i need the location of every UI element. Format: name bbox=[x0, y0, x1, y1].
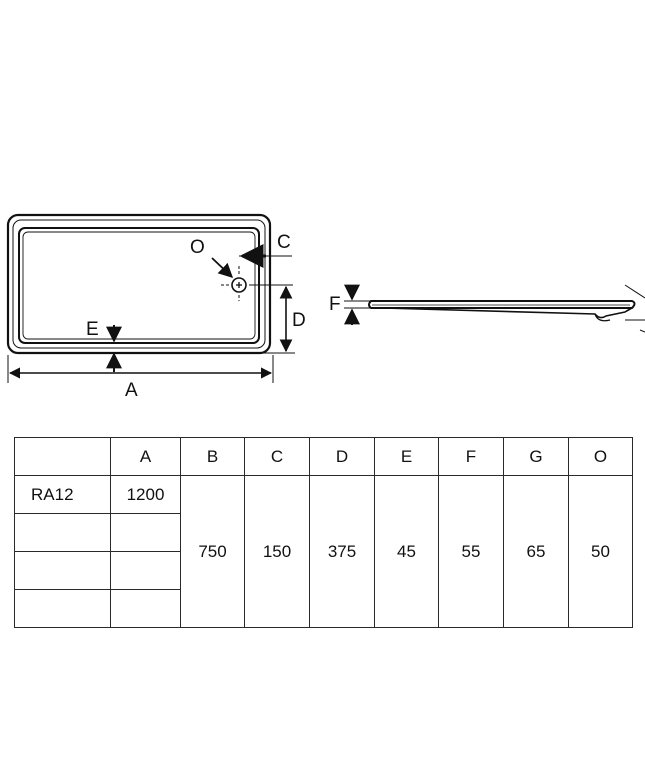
side-view bbox=[368, 284, 645, 333]
model-cell bbox=[14, 589, 111, 628]
dimension-o-cell: 50 bbox=[568, 475, 633, 628]
label-f: F bbox=[329, 294, 341, 315]
table-header-cell: G bbox=[503, 437, 569, 476]
dimension-o-leader bbox=[211, 257, 234, 278]
model-cell bbox=[14, 551, 111, 590]
dimension-b-cell: 750 bbox=[180, 475, 245, 628]
dimension-a-cell: 1200 bbox=[110, 475, 181, 514]
table-header-row: A B C D E F G O bbox=[14, 437, 633, 476]
label-a: A bbox=[125, 380, 138, 401]
table-row: RA12 1200 750 150 375 45 55 65 50 bbox=[14, 475, 633, 628]
tray-inner-line bbox=[22, 231, 256, 340]
dimension-d-cell: 375 bbox=[309, 475, 375, 628]
table-header-cell: E bbox=[374, 437, 439, 476]
label-d: D bbox=[292, 310, 306, 331]
label-c: C bbox=[277, 232, 291, 253]
tray-rim-line bbox=[12, 219, 266, 349]
dimension-c-cell: 150 bbox=[244, 475, 310, 628]
waste-outlet bbox=[221, 266, 293, 301]
table-header-cell: F bbox=[438, 437, 504, 476]
table-header-cell bbox=[14, 437, 111, 476]
table-header-cell: A bbox=[110, 437, 181, 476]
dimension-a-cell bbox=[110, 551, 181, 590]
dimension-f-cell: 55 bbox=[438, 475, 504, 628]
label-o: O bbox=[190, 237, 205, 258]
table-row bbox=[14, 513, 633, 552]
dimension-a-cell bbox=[110, 589, 181, 628]
label-e: E bbox=[86, 319, 99, 340]
model-cell bbox=[14, 513, 111, 552]
table-header-cell: D bbox=[309, 437, 375, 476]
table-row bbox=[14, 589, 633, 628]
table-header-cell: B bbox=[180, 437, 245, 476]
dimensions-table: A B C D E F G O RA12 1200 750 150 375 45… bbox=[14, 437, 633, 628]
table-row bbox=[14, 551, 633, 590]
table-header-cell: O bbox=[568, 437, 633, 476]
technical-drawing: O C D E A F bbox=[6, 213, 645, 401]
model-cell: RA12 bbox=[14, 475, 111, 514]
dimension-e-cell: 45 bbox=[374, 475, 439, 628]
dimension-a-cell bbox=[110, 513, 181, 552]
plan-view bbox=[6, 213, 272, 355]
tray-outer-edge bbox=[6, 213, 272, 355]
table-header-cell: C bbox=[244, 437, 310, 476]
dimension-g-cell: 65 bbox=[503, 475, 569, 628]
